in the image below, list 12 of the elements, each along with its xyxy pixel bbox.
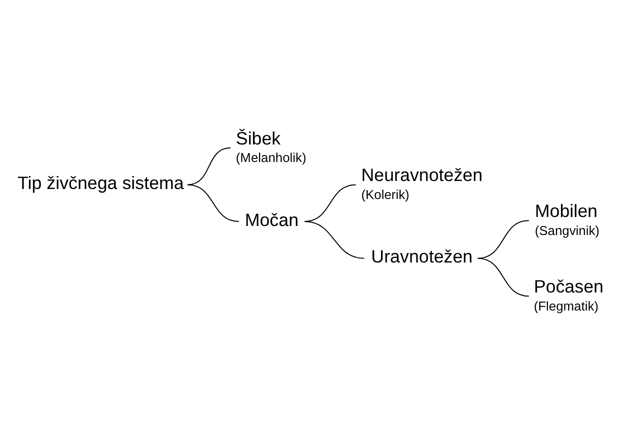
node-text: Šibek (Melanholik) [236, 128, 306, 166]
node-text: Tip živčnega sistema [17, 173, 184, 194]
connector [477, 220, 530, 259]
connector [187, 184, 240, 222]
node-text: Uravnotežen [371, 246, 473, 267]
node-text: Močan [244, 210, 299, 230]
connector [477, 258, 530, 297]
node-text: Mobilen (Sangvinik) [534, 200, 600, 238]
connector [187, 147, 231, 186]
node-text: Neuravnotežen (Kolerik) [361, 165, 483, 202]
node-text: Počasen (Flegmatik) [534, 276, 604, 314]
connector [304, 221, 365, 259]
